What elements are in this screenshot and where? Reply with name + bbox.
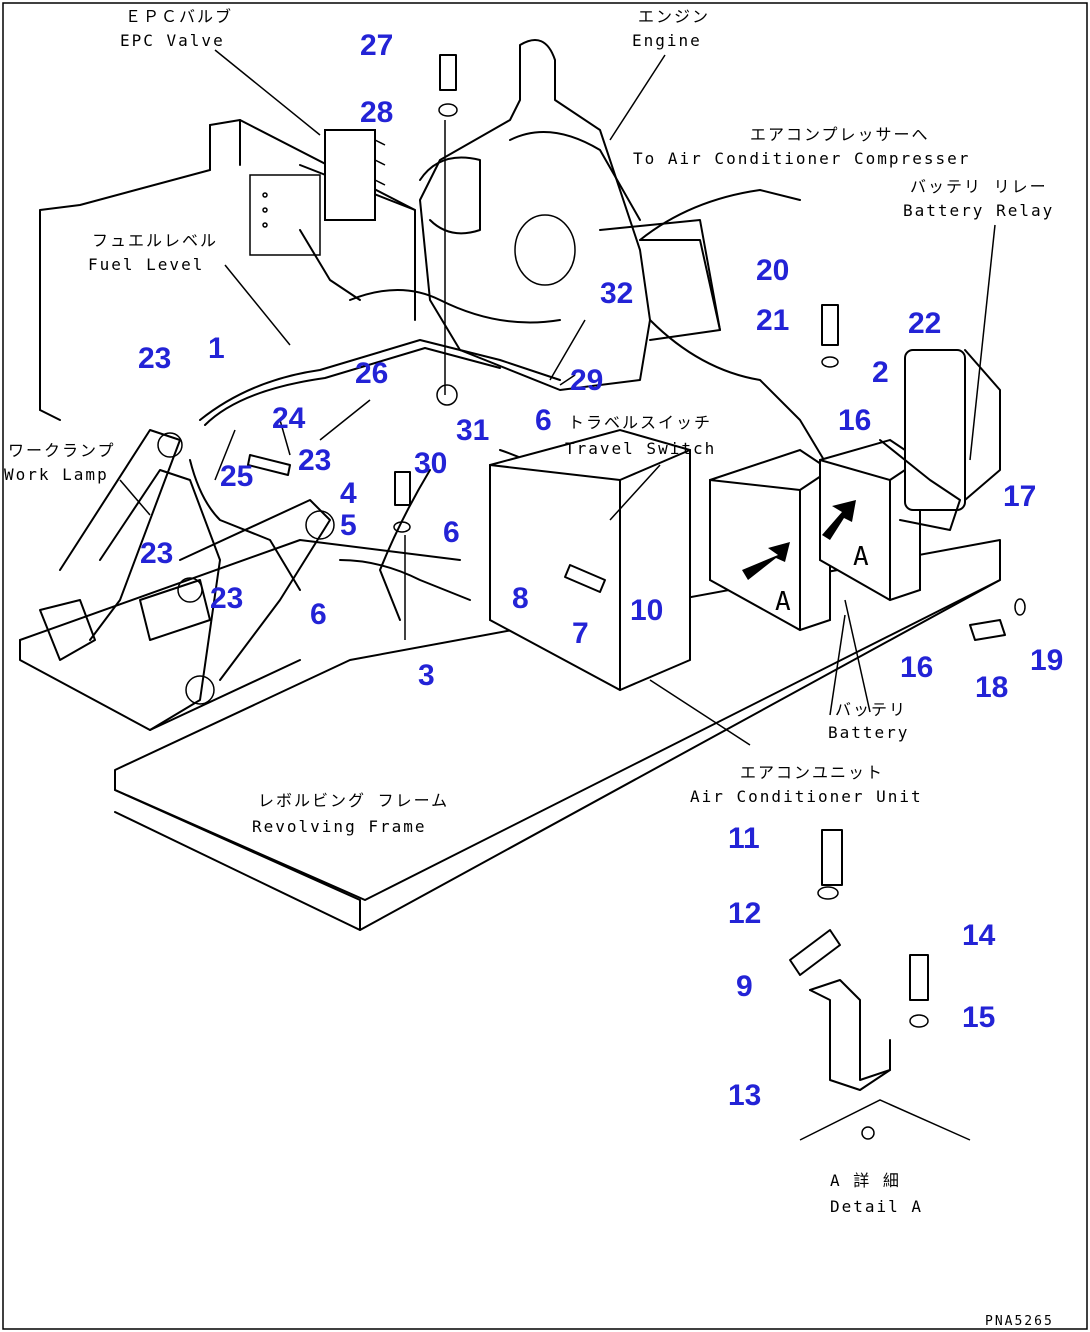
epc-valve-label-en: EPC Valve <box>120 31 225 50</box>
callout-21: 21 <box>756 304 789 337</box>
air-conditioner-unit <box>489 428 691 692</box>
callout-4: 4 <box>340 477 357 510</box>
callout-22: 22 <box>908 307 941 340</box>
callout-29: 29 <box>570 364 603 397</box>
aircon-unit-label-jp: エアコンユニット <box>740 763 884 782</box>
batteries <box>709 438 921 632</box>
callout-6c: 6 <box>310 598 327 631</box>
fuel-level-label-en: Fuel Level <box>88 255 204 274</box>
callout-24: 24 <box>272 402 306 435</box>
callout-9: 9 <box>736 970 753 1003</box>
compressor-label-en: To Air Conditioner Compresser <box>633 149 970 168</box>
battery-relay-label-jp: バッテリ リレー <box>910 177 1048 196</box>
callout-16b: 16 <box>900 651 933 684</box>
callout-30: 30 <box>414 447 447 480</box>
battery-label-en: Battery <box>828 723 909 742</box>
compressor-label-jp: エアコンプレッサーへ <box>750 125 930 144</box>
callout-27: 27 <box>360 29 393 62</box>
battery-relay <box>879 349 1001 531</box>
text-labels: ＥＰＣバルブ EPC Valve エンジン Engine エアコンプレッサーへ … <box>4 7 1054 1329</box>
battery-label-jp: バッテリ <box>835 700 907 719</box>
engine-label-jp: エンジン <box>638 7 710 26</box>
callout-1: 1 <box>208 332 225 365</box>
callout-13: 13 <box>728 1079 761 1112</box>
callout-17: 17 <box>1003 480 1036 513</box>
revolving-frame-label-en: Revolving Frame <box>252 817 427 836</box>
leader-lines <box>119 49 996 746</box>
aircon-unit-label-en: Air Conditioner Unit <box>690 787 923 806</box>
callout-8: 8 <box>512 582 529 615</box>
callout-10: 10 <box>630 594 663 627</box>
battery-relay-label-en: Battery Relay <box>903 201 1054 220</box>
drawing-code: PNA5265 <box>985 1314 1054 1329</box>
travel-switch-label-jp: トラベルスイッチ <box>568 413 712 432</box>
revolving-frame-label-jp: レボルビング フレーム <box>258 791 449 810</box>
callout-25: 25 <box>220 460 253 493</box>
epc-valve <box>249 129 386 256</box>
epc-valve-label-jp: ＥＰＣバルブ <box>125 7 233 26</box>
callout-23: 23 <box>138 342 171 375</box>
work-lamp-label-en: Work Lamp <box>4 465 109 484</box>
callout-23d: 23 <box>210 582 243 615</box>
callout-23c: 23 <box>140 537 173 570</box>
callout-5: 5 <box>340 509 357 542</box>
callout-32: 32 <box>600 277 633 310</box>
callout-28: 28 <box>360 96 393 129</box>
callout-numbers: 1 2 3 4 5 6 6 6 7 8 9 10 11 12 13 14 15 … <box>138 29 1063 1112</box>
callout-18: 18 <box>975 671 1008 704</box>
callout-7: 7 <box>572 617 589 650</box>
detail-a-label-en: Detail A <box>830 1197 923 1216</box>
fuel-tank <box>39 119 416 421</box>
callout-12: 12 <box>728 897 761 930</box>
callout-16: 16 <box>838 404 871 437</box>
battery-mark-a-2: A <box>853 542 871 572</box>
callout-11: 11 <box>728 822 760 855</box>
callout-14: 14 <box>962 919 996 952</box>
callout-6b: 6 <box>443 516 460 549</box>
revolving-frame <box>19 539 1001 931</box>
callout-26: 26 <box>355 357 388 390</box>
callout-23b: 23 <box>298 444 331 477</box>
callout-20: 20 <box>756 254 789 287</box>
callout-2: 2 <box>872 356 889 389</box>
callout-15: 15 <box>962 1001 995 1034</box>
detail-a-label-jp: A 詳 細 <box>830 1171 901 1190</box>
work-lamp-label-jp: ワークランプ <box>8 441 116 460</box>
boom-bracket <box>39 429 335 731</box>
callout-19: 19 <box>1030 644 1063 677</box>
battery-mark-a-1: A <box>775 587 793 617</box>
callout-6: 6 <box>535 404 552 437</box>
fuel-level-label-jp: フュエルレベル <box>92 231 218 250</box>
hardware-parts <box>247 54 1026 641</box>
engine-label-en: Engine <box>632 31 702 50</box>
travel-switch-label-en: Travel Switch <box>565 439 716 458</box>
callout-3: 3 <box>418 659 435 692</box>
callout-31: 31 <box>456 414 489 447</box>
detail-a-drawing <box>789 829 971 1141</box>
engine <box>419 39 721 391</box>
